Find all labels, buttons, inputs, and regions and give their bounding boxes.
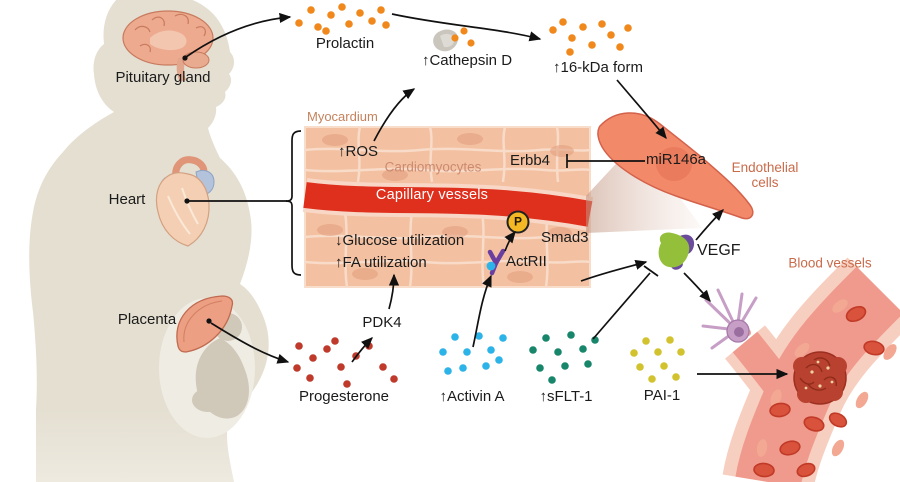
sflt1-dots: [529, 331, 599, 384]
arrow-activin-to-actrii: [472, 274, 492, 348]
mir146a-label: miR146a: [645, 150, 707, 168]
actrii-receptor-icon: [486, 248, 506, 276]
brain-icon: [122, 10, 214, 82]
vegf-molecule-icon: [658, 232, 695, 270]
activin-a-dots: [439, 332, 507, 375]
kda16-dots: [549, 18, 632, 56]
arrow-vegf-to-endothelial: [695, 209, 724, 241]
glucose-utilization-label: ↓Glucose utilization: [335, 231, 465, 249]
progesterone-dots: [293, 337, 398, 388]
arrow-pituitary-to-prolactin: [185, 12, 292, 58]
endothelial-cells-label: Endothelial cells: [731, 160, 799, 190]
arrow-actrii-to-smad3: [504, 230, 516, 252]
prolactin-label: Prolactin: [315, 34, 375, 52]
blood-vessels-label: Blood vessels: [788, 255, 872, 271]
cathepsin-d-label: ↑Cathepsin D: [421, 51, 513, 69]
pai1-label: PAI-1: [643, 386, 681, 404]
cardiomyocytes-label: Cardiomyocytes: [384, 159, 482, 175]
arrow-pdk4-to-myocardium: [388, 273, 400, 310]
myocardium-box: [302, 126, 594, 288]
pituitary-gland-label: Pituitary gland: [115, 68, 211, 86]
ros-label: ↑ROS: [338, 142, 379, 160]
heart-label: Heart: [108, 190, 146, 208]
sflt1-label: ↑sFLT-1: [539, 387, 593, 405]
erbb4-label: Erbb4: [510, 151, 551, 169]
connector-lines: [182, 12, 789, 380]
inhibit-mir146a-erbb4: [566, 154, 645, 168]
prolactin-dots: [295, 3, 390, 35]
myocardium-bracket: [285, 130, 302, 276]
inhibit-sflt1-vegf: [592, 265, 659, 340]
actrii-label: ActRII: [506, 252, 547, 270]
sprouting-cell: [701, 288, 758, 350]
capillary-band: [303, 182, 593, 227]
arrow-progesterone-to-pdk4: [351, 337, 373, 363]
myocyte-nuclei: [317, 133, 574, 283]
vegf-label: VEGF: [697, 242, 741, 260]
arrow-vegf-to-vessel: [683, 272, 711, 303]
placenta-icon: [176, 295, 234, 353]
arrow-prolactin-to-16kda: [391, 13, 542, 42]
arrow-myocardium-to-vegf: [580, 259, 648, 282]
placenta-label: Placenta: [117, 310, 177, 328]
arrow-16kda-to-mir146a: [616, 79, 667, 140]
connector-dots: [182, 55, 212, 324]
phospho-badge-circle: [506, 210, 530, 234]
smad3-label: Smad3: [541, 228, 589, 246]
fa-utilization-label: ↑FA utilization: [335, 253, 427, 271]
progesterone-label: Progesterone: [298, 387, 390, 405]
cathepsin-d-icon: [433, 27, 475, 52]
heart-icon: [155, 156, 215, 247]
activin-a-label: ↑Activin A: [439, 387, 505, 405]
arrow-ros-to-cathepsin: [373, 88, 416, 142]
thrombus-clot: [793, 351, 847, 405]
pdk4-label: PDK4: [362, 313, 402, 331]
fetus: [192, 313, 249, 419]
myocardium-label: Myocardium: [307, 108, 378, 124]
pai1-dots: [630, 336, 685, 383]
arrow-placenta-to-progesterone: [210, 322, 290, 364]
red-blood-cells: [753, 305, 885, 478]
blood-vessel-illustration: [701, 257, 900, 482]
endothelial-cell: [597, 112, 754, 220]
phospho-badge-label: P: [513, 214, 523, 229]
capillary-vessels-label: Capillary vessels: [375, 187, 489, 204]
16kda-form-label: ↑16-kDa form: [552, 58, 644, 76]
magnification-wedge: [586, 140, 702, 233]
